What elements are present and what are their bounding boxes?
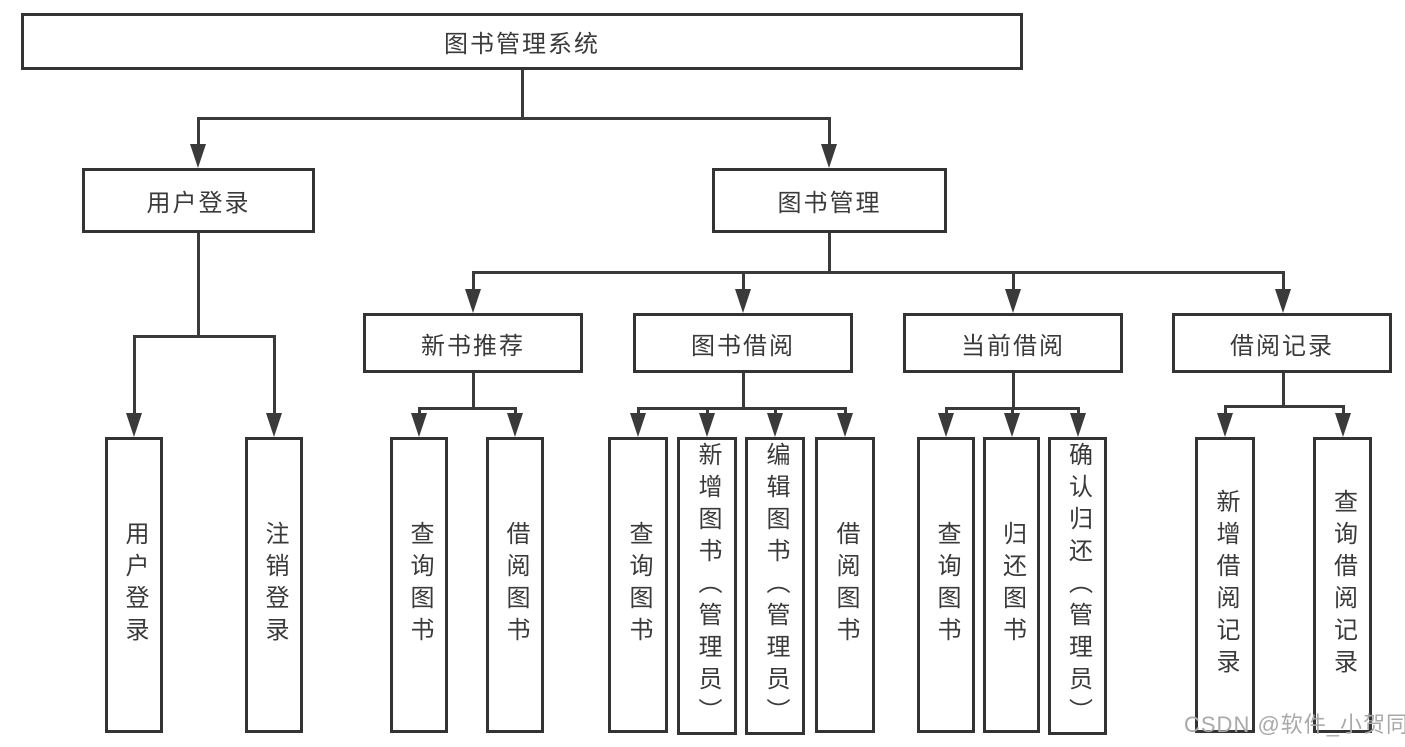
connector-line	[196, 233, 200, 336]
arrow-down-icon	[266, 413, 282, 437]
connector-line	[471, 272, 475, 295]
node-label: 借阅图书	[502, 521, 529, 649]
arrow-down-icon	[1070, 413, 1086, 437]
arrow-down-icon	[507, 413, 523, 437]
arrow-down-icon	[1005, 289, 1021, 313]
node-label: 查询图书	[406, 521, 433, 649]
node-label: 借阅记录	[1230, 332, 1334, 360]
node-label: 注销登录	[261, 521, 288, 649]
arrow-down-icon	[767, 413, 783, 437]
node-label: 用户登录	[146, 190, 251, 217]
arrow-down-icon	[1217, 413, 1233, 437]
connector-line	[520, 70, 524, 118]
arrow-down-icon	[630, 413, 646, 437]
arrow-down-icon	[126, 413, 142, 437]
connector-line	[636, 406, 847, 410]
node-label: 图书借阅	[691, 332, 795, 360]
connector-line	[1223, 406, 1227, 419]
node-label: 查询借阅记录	[1329, 489, 1357, 681]
connector-line	[196, 116, 831, 120]
connector-line	[132, 334, 276, 338]
node-current-borrow: 当前借阅	[903, 313, 1123, 373]
arrow-down-icon	[190, 144, 206, 168]
node-user-login: 用户登录	[82, 168, 315, 233]
node-leaf-logout: 注销登录	[245, 437, 303, 733]
arrow-down-icon	[465, 289, 481, 313]
node-label: 归还图书	[998, 521, 1026, 649]
node-leaf-user-login: 用户登录	[105, 437, 163, 733]
arrow-down-icon	[411, 413, 427, 437]
arrow-down-icon	[1275, 289, 1291, 313]
node-label: 当前借阅	[961, 332, 1065, 360]
node-leaf-br-query: 查询借阅记录	[1313, 437, 1372, 733]
connector-line	[132, 336, 136, 419]
node-leaf-bb-query: 查询图书	[608, 437, 668, 733]
connector-line	[741, 272, 745, 295]
arrow-down-icon	[699, 413, 715, 437]
node-label: 确认归还（管理员）	[1064, 442, 1092, 730]
node-borrow-record: 借阅记录	[1172, 313, 1392, 373]
connector-line	[417, 406, 517, 410]
connector-line	[471, 373, 475, 408]
node-root: 图书管理系统	[21, 13, 1023, 70]
connector-line	[827, 233, 831, 272]
connector-line	[741, 373, 745, 408]
node-label: 新增借阅记录	[1212, 489, 1239, 681]
node-leaf-bb-edit: 编辑图书（管理员）	[745, 437, 805, 735]
connector-line	[1341, 406, 1345, 419]
node-leaf-cb-return: 归还图书	[983, 437, 1040, 733]
node-label: 借阅图书	[832, 521, 859, 649]
node-label: 编辑图书（管理员）	[762, 442, 789, 730]
node-label: 查询图书	[625, 521, 652, 649]
arrow-down-icon	[735, 289, 751, 313]
connector-line	[1011, 272, 1015, 295]
node-new-book-rec: 新书推荐	[363, 313, 583, 373]
node-leaf-nbr-query: 查询图书	[390, 437, 448, 733]
connector-line	[1281, 272, 1285, 295]
node-leaf-cb-query: 查询图书	[917, 437, 975, 733]
connector-line	[1011, 373, 1015, 408]
node-leaf-bb-add: 新增图书（管理员）	[677, 437, 737, 735]
node-label: 新书推荐	[421, 332, 525, 360]
node-label: 用户登录	[121, 521, 148, 649]
csdn-watermark: CSDN @软件_小贺同学	[1184, 712, 1405, 737]
arrow-down-icon	[821, 144, 837, 168]
node-leaf-nbr-borrow: 借阅图书	[486, 437, 544, 733]
arrow-down-icon	[938, 413, 954, 437]
connector-line	[272, 336, 276, 419]
connector-line	[196, 118, 200, 150]
connector-line	[1281, 373, 1285, 406]
node-label: 图书管理系统	[444, 31, 600, 58]
node-leaf-br-add: 新增借阅记录	[1195, 437, 1255, 733]
node-label: 图书管理	[777, 190, 882, 217]
connector-line	[1223, 404, 1345, 408]
node-book-mgmt: 图书管理	[712, 168, 947, 233]
arrow-down-icon	[1004, 413, 1020, 437]
connector-line	[827, 118, 831, 150]
node-book-borrow: 图书借阅	[633, 313, 853, 373]
node-leaf-bb-borrow: 借阅图书	[815, 437, 875, 733]
arrow-down-icon	[1335, 413, 1351, 437]
arrow-down-icon	[837, 413, 853, 437]
node-leaf-cb-confirm: 确认归还（管理员）	[1048, 437, 1107, 735]
node-label: 查询图书	[933, 521, 960, 649]
connector-line	[471, 270, 1285, 274]
node-label: 新增图书（管理员）	[694, 442, 721, 730]
